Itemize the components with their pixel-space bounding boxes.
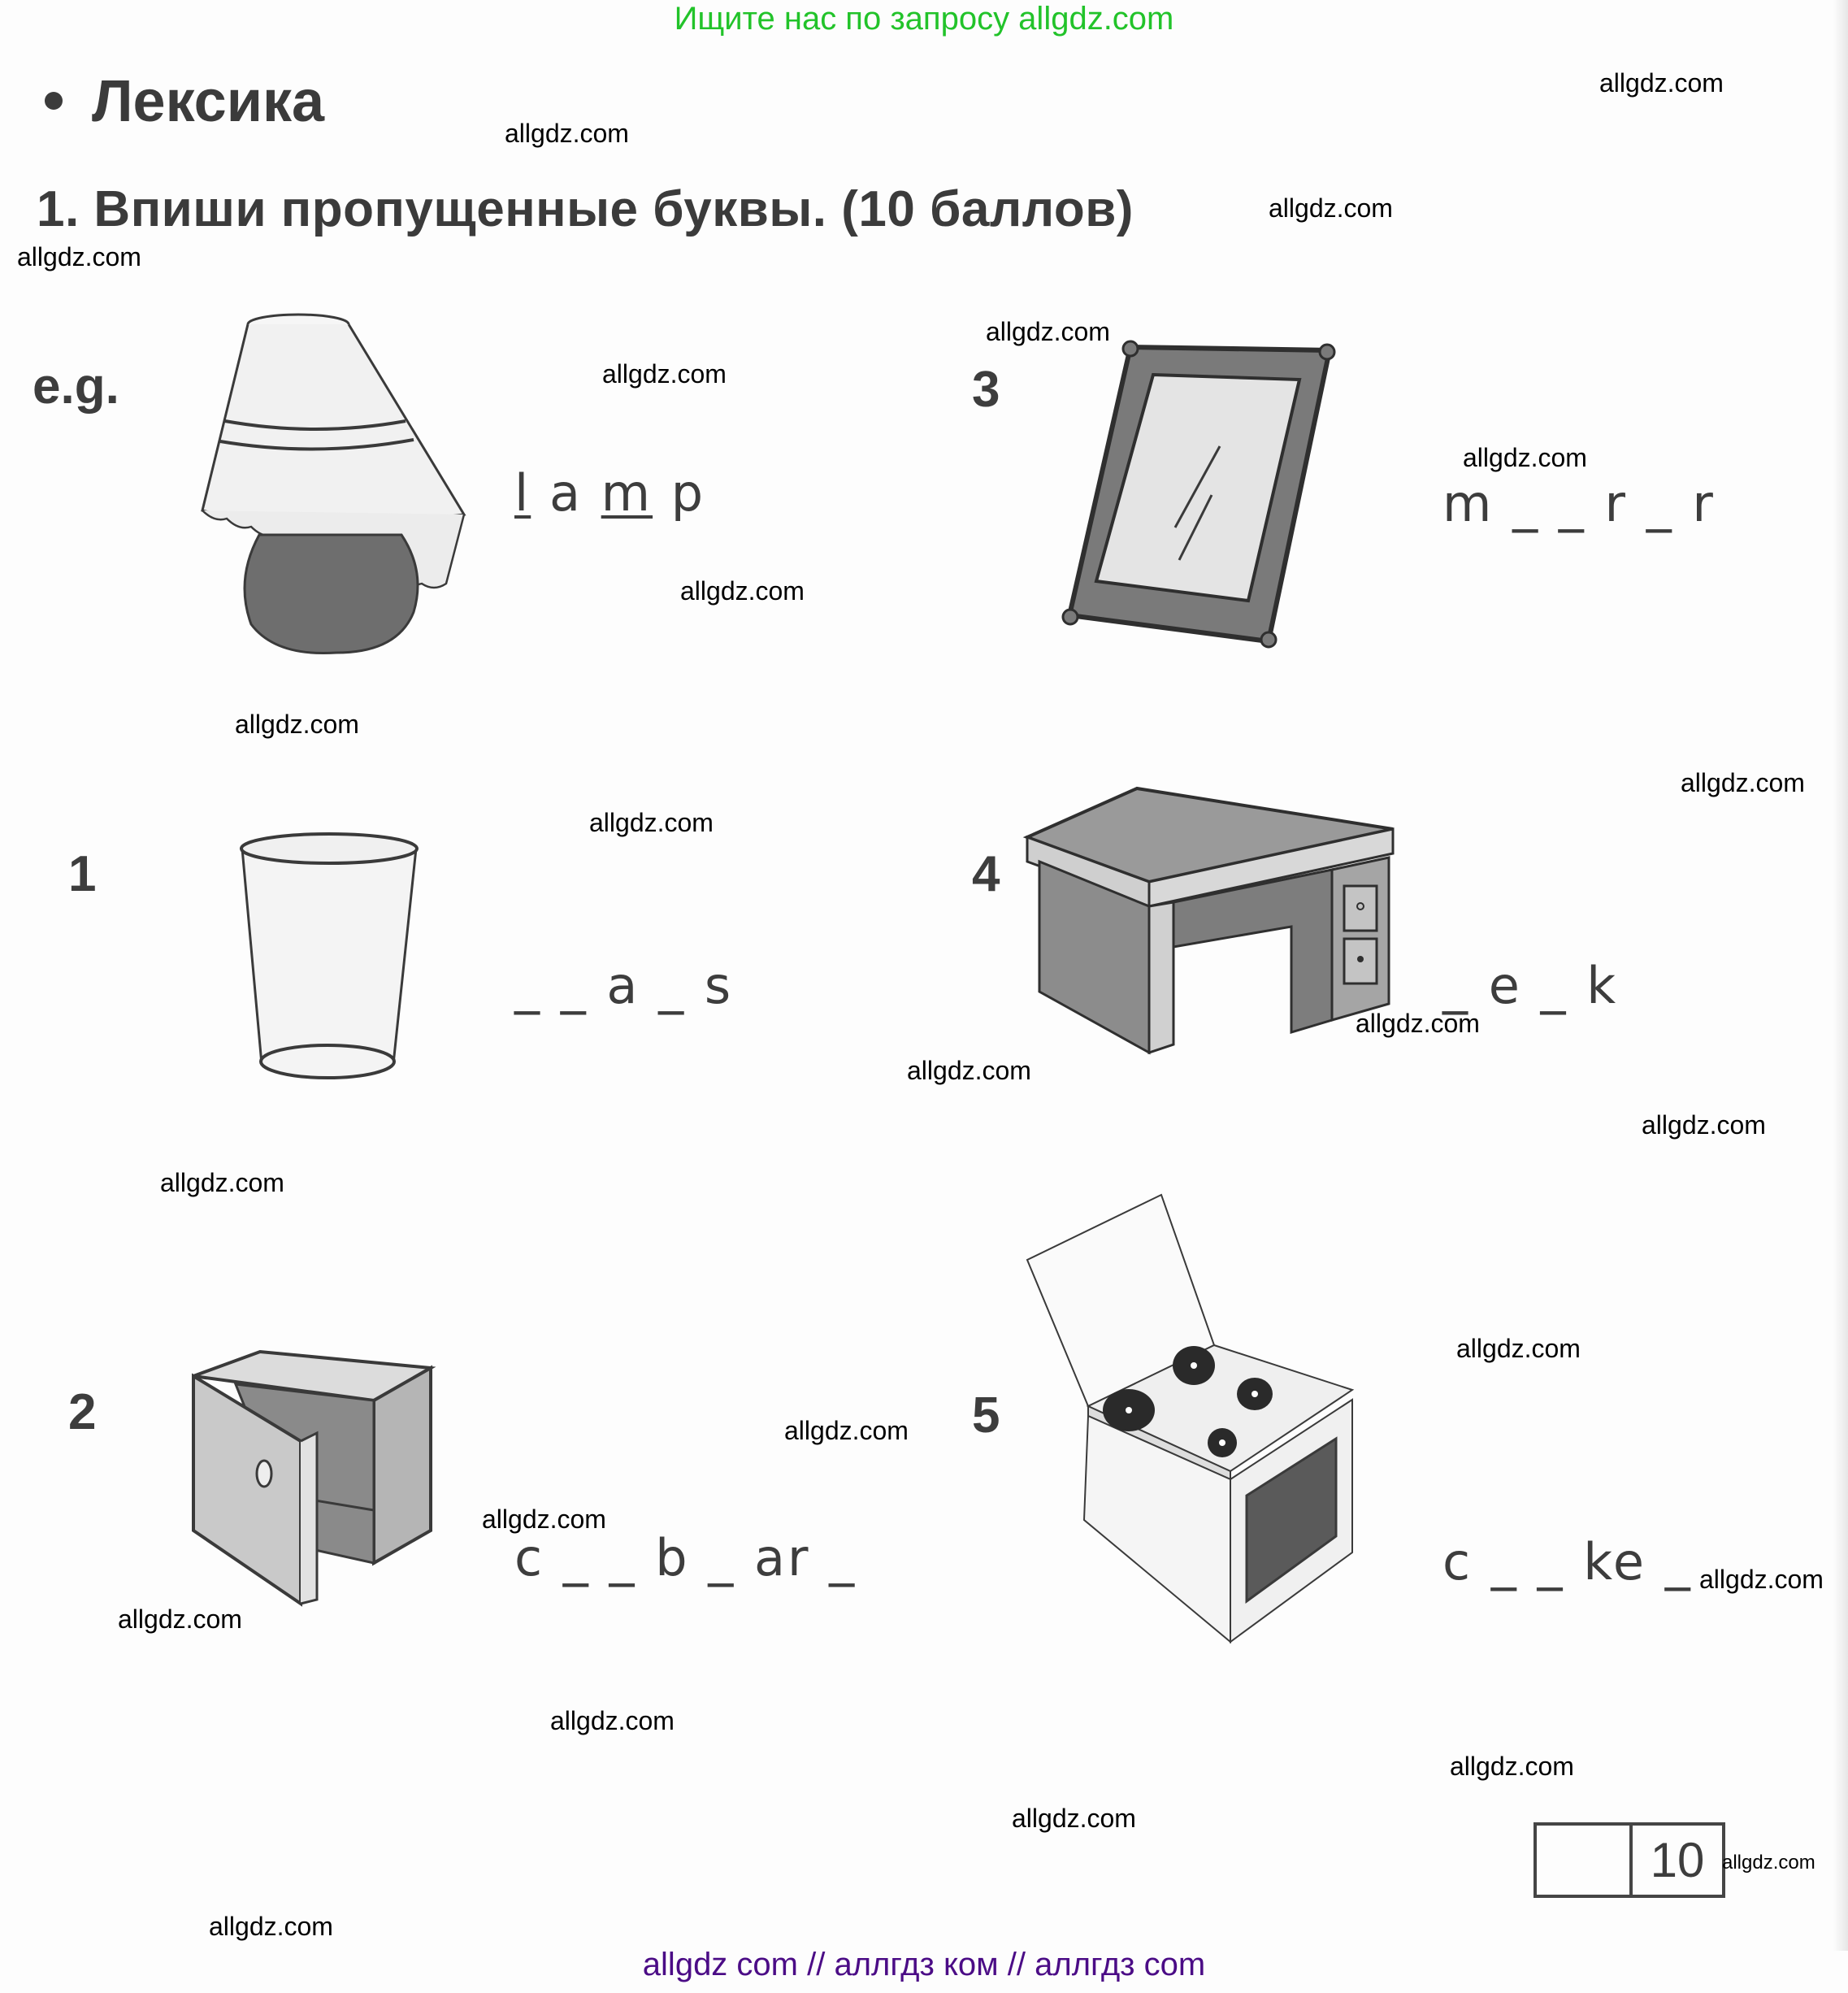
- score-earned-field[interactable]: [1537, 1826, 1633, 1895]
- watermark: allgdz.com: [1012, 1804, 1136, 1833]
- watermark: allgdz.com: [1599, 68, 1724, 98]
- item-number-2: 2: [68, 1384, 97, 1440]
- watermark: allgdz.com: [680, 576, 805, 606]
- item-number-4: 4: [972, 846, 1000, 902]
- item-number-1: 1: [68, 846, 97, 902]
- watermark: allgdz.com: [1463, 443, 1587, 472]
- task-heading: 1. Впиши пропущенные буквы. (10 баллов): [37, 181, 1134, 237]
- glass-blanks[interactable]: _ _ a _ s: [514, 956, 734, 1015]
- watermark: allgdz.com: [1699, 1565, 1824, 1594]
- given-letters: p: [653, 463, 706, 523]
- lamp-image: [201, 313, 466, 655]
- watermark: allgdz.com: [1456, 1334, 1581, 1363]
- desk-blanks[interactable]: _ e _ k: [1442, 956, 1619, 1015]
- cupboard-blanks[interactable]: c _ _ b _ ar _: [514, 1528, 857, 1587]
- watermark: allgdz.com: [907, 1056, 1031, 1085]
- watermark: allgdz.com: [784, 1416, 909, 1445]
- mirror-image: [1061, 340, 1336, 649]
- item-number-5: 5: [972, 1387, 1000, 1444]
- search-banner: Ищите нас по запросу allgdz.com: [674, 1, 1174, 37]
- watermark: allgdz.com: [17, 242, 141, 271]
- watermark: allgdz.com: [1681, 768, 1805, 797]
- watermark: allgdz.com: [1356, 1009, 1480, 1038]
- section-title-text: Лексика: [92, 69, 325, 134]
- given-letters: a: [531, 463, 601, 523]
- score-max: 10: [1650, 1833, 1705, 1887]
- watermark: allgdz.com: [986, 317, 1110, 346]
- page-edge-shadow: [1833, 0, 1848, 1951]
- watermark: allgdz.com: [482, 1505, 606, 1534]
- watermark: allgdz.com: [209, 1912, 333, 1941]
- watermark: allgdz.com: [235, 710, 359, 739]
- cooker-blanks[interactable]: c _ _ ke _: [1442, 1532, 1693, 1591]
- bullet-icon: [45, 91, 63, 110]
- watermark: allgdz.com: [550, 1706, 675, 1735]
- example-word: l a m p: [514, 463, 705, 523]
- footer-links: allgdz com // аллгдз ком // аллгдз com: [642, 1947, 1206, 1982]
- watermark: allgdz.com: [505, 119, 629, 148]
- desk-image: [1022, 786, 1395, 1055]
- watermark: allgdz.com: [602, 359, 727, 389]
- watermark: allgdz.com: [160, 1168, 284, 1197]
- watermark: allgdz.com: [1450, 1752, 1574, 1781]
- watermark: allgdz.com: [1269, 193, 1393, 223]
- section-title: Лексика: [45, 68, 324, 135]
- watermark: allgdz.com: [118, 1604, 242, 1634]
- example-label: e.g.: [33, 358, 119, 415]
- watermark: allgdz.com: [1642, 1110, 1766, 1140]
- item-number-3: 3: [972, 362, 1000, 418]
- watermark: allgdz.com: [589, 808, 714, 837]
- cooker-image: [1026, 1193, 1355, 1644]
- mirror-blanks[interactable]: m _ _ r _ r: [1442, 474, 1716, 533]
- filled-letter: m: [601, 463, 653, 523]
- score-box: 10: [1533, 1822, 1725, 1898]
- watermark: allgdz.com: [1722, 1852, 1815, 1874]
- glass-image: [240, 832, 419, 1079]
- cupboard-image: [192, 1349, 436, 1607]
- filled-letter: l: [514, 463, 531, 523]
